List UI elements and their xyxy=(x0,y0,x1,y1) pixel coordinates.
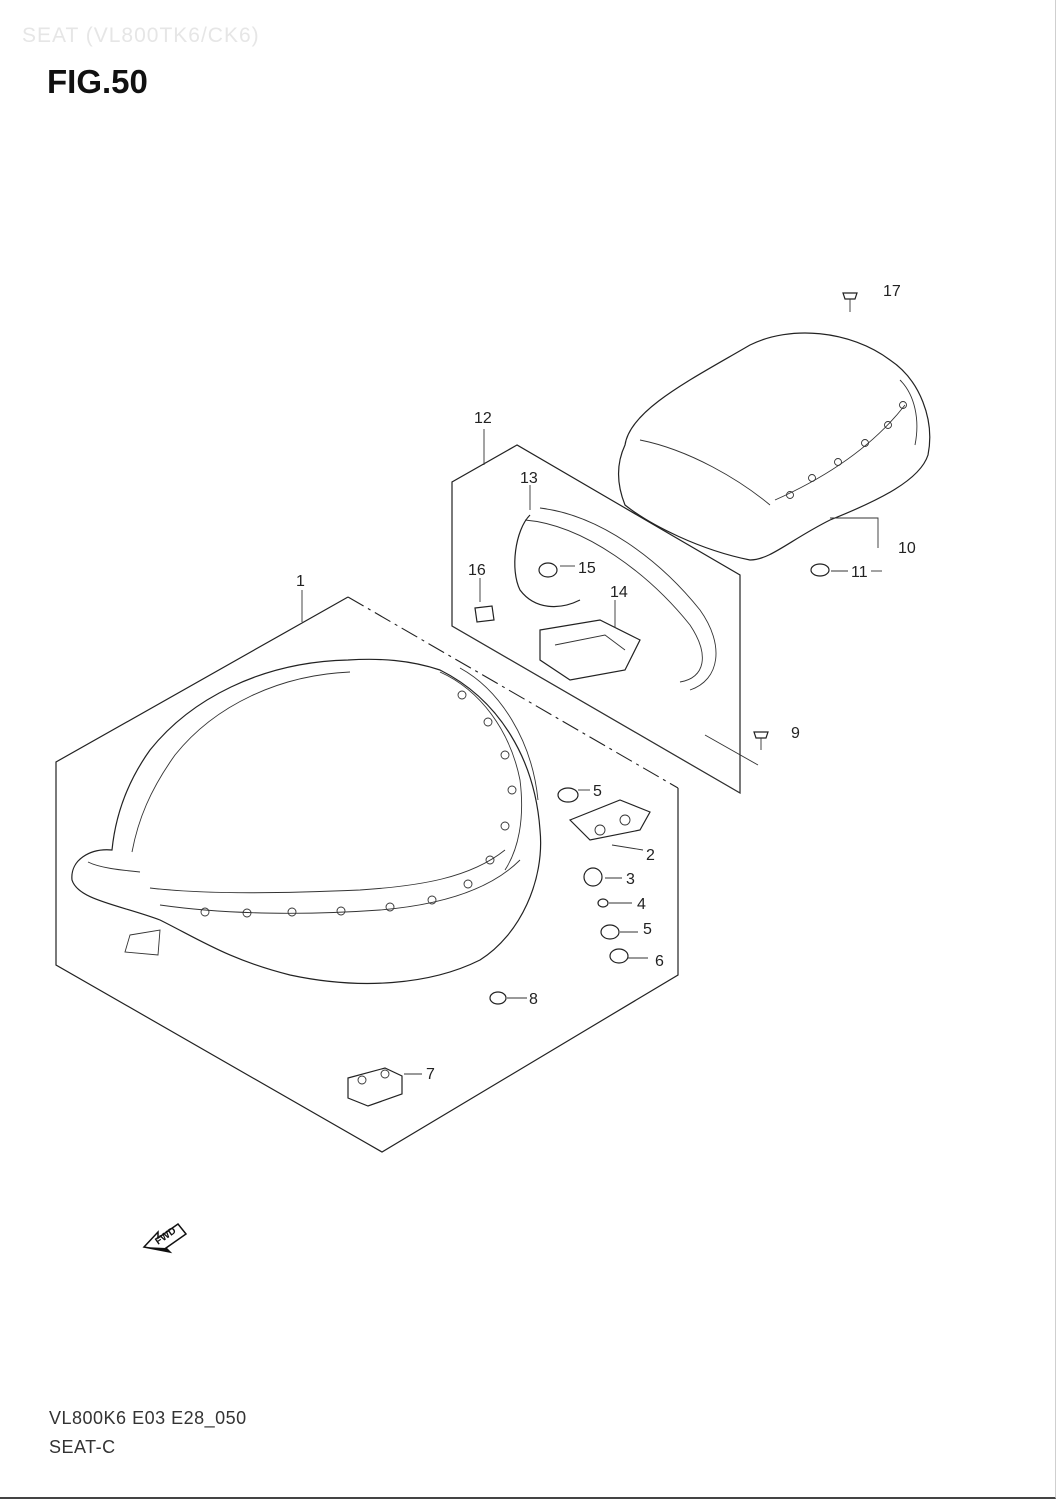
rider-seat-drawing xyxy=(71,658,542,984)
fwd-arrow: FWD xyxy=(142,1222,188,1254)
callout-3: 3 xyxy=(626,871,635,888)
callout-4: 4 xyxy=(637,896,646,913)
backrest-strap-drawing xyxy=(474,507,717,691)
hardware-parts xyxy=(347,292,858,1107)
callout-11: 11 xyxy=(851,564,868,581)
callout-16: 16 xyxy=(468,562,486,579)
callout-8: 8 xyxy=(529,991,538,1008)
faint-section-title: SEAT (VL800TK6/CK6) xyxy=(22,24,260,47)
callout-15: 15 xyxy=(578,560,596,577)
figure-label: FIG.50 xyxy=(47,63,148,100)
leader-lines xyxy=(301,429,882,1075)
callout-6: 6 xyxy=(655,953,664,970)
callout-5-lower: 5 xyxy=(643,921,652,938)
backrest-group-outline xyxy=(451,444,741,795)
callout-5-upper: 5 xyxy=(593,783,602,800)
callout-1: 1 xyxy=(296,573,305,590)
callout-17: 17 xyxy=(883,283,901,300)
callout-2: 2 xyxy=(646,847,655,864)
callout-7: 7 xyxy=(426,1066,435,1083)
callout-14: 14 xyxy=(610,584,628,601)
main-seat-group-outline xyxy=(55,596,679,1153)
pillion-seat-drawing xyxy=(618,332,931,561)
callout-10: 10 xyxy=(898,540,916,557)
callout-numbers: 1 12 13 16 15 14 17 10 11 9 5 2 3 4 5 6 … xyxy=(296,283,916,1083)
diagram-name: SEAT-C xyxy=(49,1437,116,1457)
diagram-code: VL800K6 E03 E28_050 xyxy=(49,1408,247,1428)
callout-13: 13 xyxy=(520,470,538,487)
callout-12: 12 xyxy=(474,410,492,427)
callout-9: 9 xyxy=(791,725,800,742)
